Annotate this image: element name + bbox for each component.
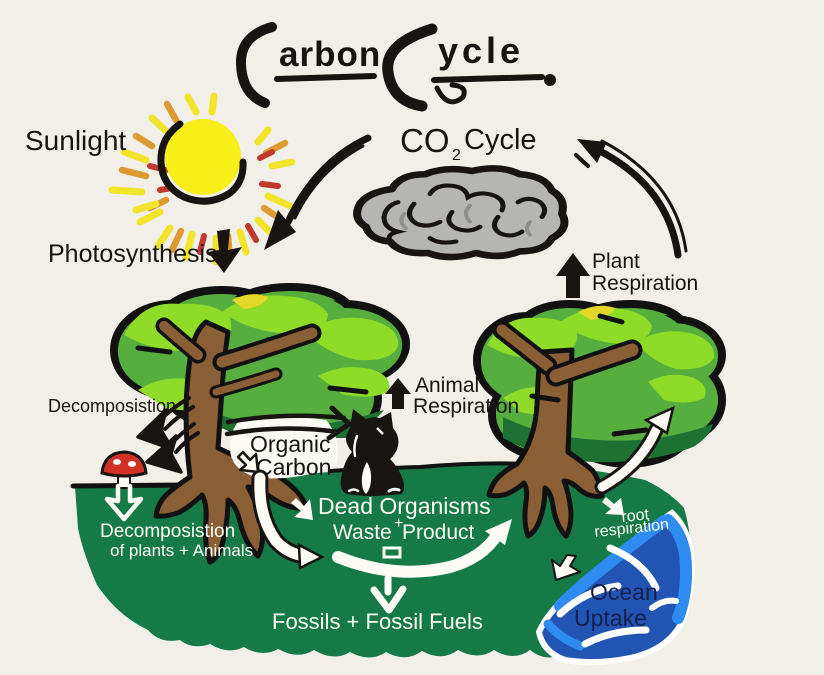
svg-text:Respiration: Respiration xyxy=(413,395,519,418)
svg-text:Plant: Plant xyxy=(592,250,640,273)
svg-text:Animal: Animal xyxy=(415,374,479,397)
svg-text:Organic: Organic xyxy=(250,431,331,457)
svg-text:of plants + Animals: of plants + Animals xyxy=(110,541,253,560)
svg-text:Product: Product xyxy=(402,521,475,544)
svg-text:CO: CO xyxy=(400,122,450,159)
svg-text:Dead Organisms: Dead Organisms xyxy=(318,493,491,519)
svg-text:Fossils + Fossil Fuels: Fossils + Fossil Fuels xyxy=(272,609,483,634)
svg-text:Waste: Waste xyxy=(333,521,392,544)
svg-text:Photosynthesis: Photosynthesis xyxy=(48,240,218,268)
svg-text:Sunlight: Sunlight xyxy=(25,125,126,156)
svg-text:Uptake: Uptake xyxy=(574,605,647,631)
svg-text:arbon: arbon xyxy=(279,35,381,74)
svg-text:ycle: ycle xyxy=(438,30,524,71)
svg-text:root: root xyxy=(621,506,651,526)
svg-text:Cycle: Cycle xyxy=(464,124,537,156)
svg-text:+: + xyxy=(394,515,403,532)
svg-text:2: 2 xyxy=(452,147,461,164)
svg-text:Respiration: Respiration xyxy=(592,272,698,295)
svg-text:Decomposistion: Decomposistion xyxy=(48,396,176,416)
svg-text:Decomposistion: Decomposistion xyxy=(100,521,235,542)
svg-text:Ocean: Ocean xyxy=(590,579,658,605)
svg-text:Carbon: Carbon xyxy=(256,454,331,480)
